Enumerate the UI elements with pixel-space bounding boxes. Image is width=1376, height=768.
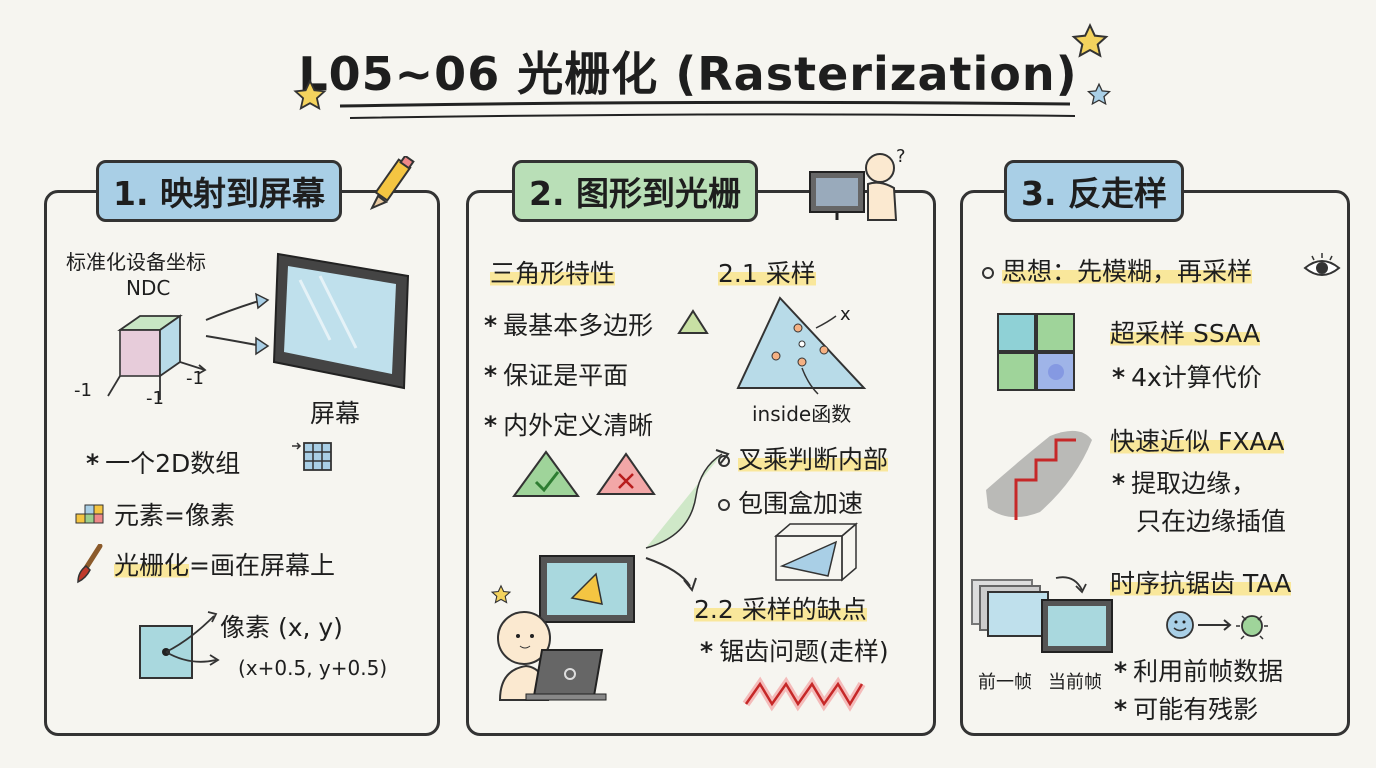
bullet-dot [718, 499, 730, 511]
triangle-item: *内外定义清晰 [484, 406, 653, 442]
taa-heading: 时序抗锯齿 TAA [1110, 564, 1292, 600]
eye-icon [1303, 253, 1341, 276]
grid-icon [292, 442, 332, 471]
ndc-abbr: NDC [126, 276, 171, 300]
screen-label: 屏幕 [310, 399, 361, 428]
bullet-text: =画在屏幕上 [189, 551, 335, 580]
heading-text: 三角形特性 [490, 259, 616, 288]
bullet-text: 锯齿问题(走样) [719, 637, 889, 666]
bullet-element-pixel: 元素=像素 [114, 501, 235, 530]
person-computer-icon [809, 153, 898, 221]
x-mark: x [840, 304, 851, 325]
paintbrush-icon [77, 544, 103, 584]
title-underline [339, 100, 1076, 119]
pixel-cell-icon [139, 611, 220, 679]
triangle-item: *最基本多边形 [484, 306, 653, 342]
smile-to-bug-icon [1166, 611, 1268, 640]
ndc-label: 标准化设备坐标 [66, 250, 206, 274]
page-title: L05~06 光栅化 (Rasterization) [298, 47, 1078, 101]
panel-title: 3. 反走样 [1004, 160, 1184, 222]
bullet-mark: * [1112, 469, 1126, 498]
bullet-text: 内外定义清晰 [503, 411, 654, 440]
frames-icon [971, 576, 1113, 653]
axis-label: -1 [186, 368, 204, 389]
bullet-text: 一个2D数组 [105, 449, 241, 478]
star-icon [490, 584, 512, 604]
taa-item: *可能有残影 [1114, 690, 1258, 726]
bullet-mark: * [86, 449, 100, 478]
fxaa-item: 只在边缘插值 [1136, 507, 1287, 536]
bullet-mark: * [1114, 657, 1128, 686]
bullet-mark: * [484, 361, 498, 390]
heading-text: 超采样 SSAA [1110, 319, 1261, 348]
valid-triangle-icon [512, 450, 580, 497]
heading-text: 快速近似 FXAA [1110, 427, 1285, 456]
sampling-triangle-icon [736, 296, 867, 395]
pixel-label: 像素 (x, y) [220, 613, 343, 642]
star-icon [1086, 82, 1112, 106]
flow-arrows-icon [645, 449, 730, 593]
person-laptop-icon [497, 611, 607, 701]
heading-text: 时序抗锯齿 TAA [1110, 569, 1292, 598]
monitor-triangle-icon [539, 555, 635, 623]
bullet-text: 利用前帧数据 [1133, 657, 1284, 686]
pencil-icon [369, 156, 415, 210]
panel-title: 2. 图形到光栅 [512, 160, 758, 222]
bullet-text: 保证是平面 [503, 361, 629, 390]
bullet-text: 4x计算代价 [1131, 363, 1262, 392]
invalid-triangle-icon [596, 452, 656, 495]
ndc-cube-icon [107, 314, 207, 400]
heading-text: 2.2 采样的缺点 [694, 595, 867, 624]
axis-label: -1 [146, 388, 164, 409]
panel-title: 1. 映射到屏幕 [96, 160, 342, 222]
pixel-center-label: (x+0.5, y+0.5) [238, 656, 388, 680]
star-icon [293, 78, 327, 111]
question-mark: ? [896, 146, 906, 167]
zigzag-icon [742, 676, 866, 712]
bullet-mark: * [1112, 363, 1126, 392]
idea-line: 思想：先模糊，再采样 [982, 252, 1253, 288]
bullet-text: 最基本多边形 [503, 311, 654, 340]
ssaa-heading: 超采样 SSAA [1110, 314, 1261, 350]
heading-text: 2.1 采样 [718, 259, 816, 288]
bullet-mark: * [700, 637, 714, 666]
triangle-icon [677, 309, 709, 334]
method-item: 包围盒加速 [718, 484, 863, 520]
defect-heading: 2.2 采样的缺点 [694, 590, 867, 626]
screen-monitor-icon [272, 252, 410, 390]
bullet-mark: * [1114, 695, 1128, 724]
axis-label: -1 [74, 380, 92, 401]
bullet-dot [718, 455, 730, 467]
defect-item: *锯齿问题(走样) [700, 632, 889, 668]
bullet-mark: * [484, 411, 498, 440]
bullet-text: 提取边缘， [1131, 469, 1257, 498]
bullet-dot [982, 267, 994, 279]
fxaa-item: *提取边缘， [1112, 464, 1256, 500]
inside-function-label: inside函数 [752, 402, 852, 426]
highlight-text: 光栅化 [114, 551, 190, 580]
fxaa-edge-icon [986, 430, 1092, 520]
method-item: 叉乘判断内部 [718, 440, 889, 476]
star-icon [1071, 22, 1109, 58]
pixel-blocks-icon [75, 504, 104, 524]
prev-frame-label: 前一帧 [978, 672, 1032, 693]
taa-item: *利用前帧数据 [1114, 652, 1283, 688]
bullet-rasterize: 光栅化=画在屏幕上 [114, 546, 335, 582]
ssaa-item: *4x计算代价 [1112, 358, 1262, 394]
bounding-box-icon [773, 522, 859, 582]
curr-frame-label: 当前帧 [1048, 672, 1102, 693]
bullet-mark: * [484, 311, 498, 340]
triangle-heading: 三角形特性 [490, 254, 616, 290]
bullet-text: 可能有残影 [1133, 695, 1259, 724]
bullet-text: 包围盒加速 [738, 489, 864, 518]
sampling-heading: 2.1 采样 [718, 254, 816, 290]
bullet-text: 叉乘判断内部 [738, 445, 889, 474]
ssaa-grid-icon [997, 313, 1075, 391]
arrow-icon [205, 292, 270, 356]
bullet-2d-array: *一个2D数组 [86, 444, 240, 480]
triangle-item: *保证是平面 [484, 356, 628, 392]
idea-text: 思想：先模糊，再采样 [1002, 257, 1253, 286]
fxaa-heading: 快速近似 FXAA [1110, 422, 1285, 458]
